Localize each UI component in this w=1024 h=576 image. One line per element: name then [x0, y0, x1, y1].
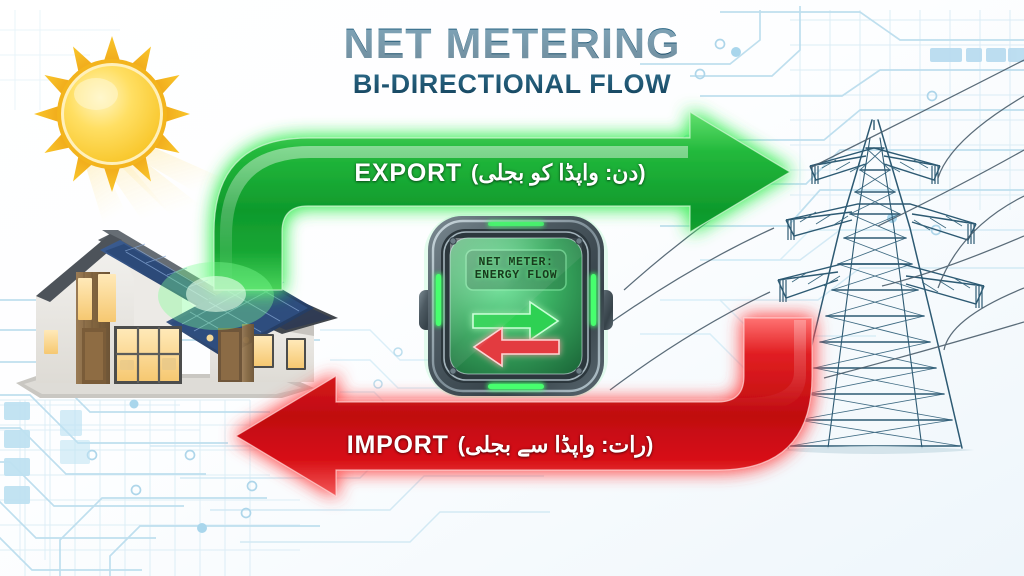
import-label-en: IMPORT — [346, 430, 449, 459]
page-title: NET METERING — [0, 22, 1024, 67]
net-meter-device[interactable]: NET METER: ENERGY FLOW — [418, 208, 614, 404]
export-label-ur: (دن: واپڈا کو بجلی) — [471, 160, 646, 185]
import-flow-label: IMPORT (رات: واپڈا سے بجلی) — [300, 424, 700, 466]
export-flow-label: EXPORT (دن: واپڈا کو بجلی) — [300, 152, 700, 194]
sun-icon — [28, 26, 218, 226]
import-label-ur: (رات: واپڈا سے بجلی) — [457, 432, 654, 457]
title-block: NET METERING BI-DIRECTIONAL FLOW — [0, 22, 1024, 100]
page-subtitle: BI-DIRECTIONAL FLOW — [0, 69, 1024, 100]
export-label-en: EXPORT — [354, 158, 463, 187]
